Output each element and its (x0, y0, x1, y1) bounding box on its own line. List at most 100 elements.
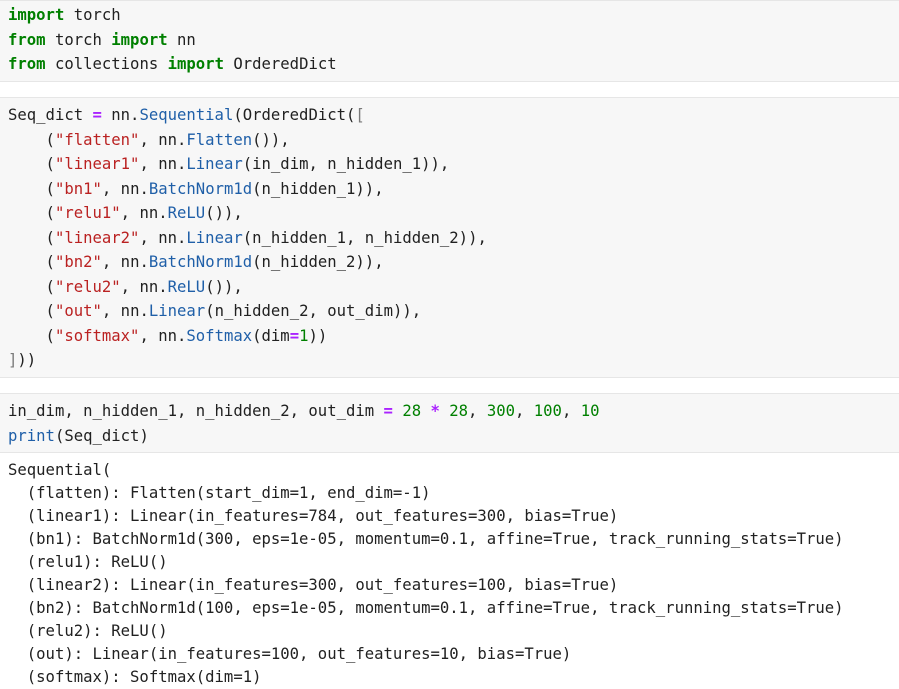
code-token: torch (64, 6, 121, 24)
code-line: ])) (8, 348, 36, 372)
code-line: ("softmax", nn.Softmax(dim=1)) (8, 324, 328, 348)
code-token: )) (308, 326, 328, 345)
code-token: [ (355, 106, 365, 124)
code-token: "flatten" (54, 130, 140, 149)
output-line: Sequential( (8, 461, 112, 479)
code-token: "out" (54, 302, 102, 320)
output-line: (linear2): Linear(in_features=300, out_f… (8, 576, 619, 594)
code-token: ( (8, 326, 55, 345)
code-line: ("bn1", nn.BatchNorm1d(n_hidden_1)), (8, 177, 384, 201)
code-line: from torch import nn (8, 28, 196, 52)
code-token: = (92, 106, 102, 124)
output-line: (softmax): Softmax(dim=1) (8, 668, 262, 686)
code-token: (n_hidden_1, n_hidden_2)), (242, 228, 487, 247)
code-token: (dim (252, 326, 290, 345)
code-token: Linear (186, 228, 243, 247)
code-line: import torch (8, 3, 121, 27)
code-token: "relu1" (54, 204, 121, 222)
code-token: print (8, 426, 55, 445)
code-token: from (8, 55, 46, 73)
code-token: , nn. (120, 277, 168, 296)
code-token: Seq_dict (8, 106, 93, 124)
code-token: "bn1" (54, 179, 102, 198)
cell-output: Sequential( (flatten): Flatten(start_dim… (0, 455, 899, 689)
code-token: (n_hidden_2)), (252, 253, 384, 271)
code-token: Sequential (139, 106, 234, 124)
code-token: , nn. (139, 155, 187, 173)
code-token: ( (8, 130, 55, 149)
code-token: collections (45, 55, 168, 73)
output-line: (relu1): ReLU() (8, 553, 168, 571)
code-line: ("bn2", nn.BatchNorm1d(n_hidden_2)), (8, 250, 384, 274)
code-token: Flatten (186, 130, 253, 149)
code-line: print(Seq_dict) (8, 424, 149, 448)
code-line: ("relu1", nn.ReLU()), (8, 201, 243, 225)
code-token: "bn2" (54, 253, 102, 271)
code-token: , nn. (120, 204, 168, 222)
code-token: (in_dim, n_hidden_1)), (242, 155, 450, 173)
code-cell-dims-and-print[interactable]: in_dim, n_hidden_1, n_hidden_2, out_dim … (0, 393, 899, 453)
code-token: nn. (101, 106, 140, 124)
code-token: "linear1" (54, 155, 140, 173)
code-token: Softmax (186, 326, 253, 345)
output-line: (bn2): BatchNorm1d(100, eps=1e-05, momen… (8, 599, 844, 617)
code-token: 300 (486, 402, 515, 420)
code-token: , nn. (101, 253, 149, 271)
code-token: (Seq_dict) (54, 426, 149, 445)
code-token: * (430, 402, 440, 420)
code-token: , (515, 402, 534, 420)
code-token: import (8, 6, 65, 24)
code-token: OrderedDict (223, 55, 337, 73)
code-token: BatchNorm1d (148, 253, 253, 271)
code-token: ] (8, 351, 18, 369)
code-token: , nn. (139, 130, 187, 149)
code-token: ( (8, 253, 55, 271)
code-token: in_dim, n_hidden_1, n_hidden_2, out_dim (8, 402, 384, 420)
code-line: Seq_dict = nn.Sequential(OrderedDict([ (8, 103, 365, 127)
code-token: (n_hidden_2, out_dim)), (205, 302, 422, 320)
code-token: ( (8, 179, 55, 198)
code-token: BatchNorm1d (148, 179, 253, 198)
code-token: ( (8, 228, 55, 247)
code-line: ("flatten", nn.Flatten()), (8, 128, 290, 152)
code-line: ("out", nn.Linear(n_hidden_2, out_dim)), (8, 299, 422, 323)
output-line: (flatten): Flatten(start_dim=1, end_dim=… (8, 484, 431, 502)
code-token: ReLU (167, 277, 206, 296)
code-token: = (383, 402, 393, 420)
code-token: ( (8, 155, 55, 173)
code-token: "linear2" (54, 228, 140, 247)
code-token: (OrderedDict( (233, 106, 356, 124)
code-token (393, 402, 402, 420)
code-token: "softmax" (54, 326, 140, 345)
code-token: Linear (186, 155, 243, 173)
code-token: torch (45, 30, 112, 49)
code-token: ( (8, 302, 55, 320)
code-cell-sequential-definition[interactable]: Seq_dict = nn.Sequential(OrderedDict([ (… (0, 97, 899, 378)
code-token: ()), (252, 130, 290, 149)
code-line: ("linear2", nn.Linear(n_hidden_1, n_hidd… (8, 226, 487, 250)
code-token: , nn. (101, 302, 149, 320)
code-token: import (167, 55, 224, 73)
code-line: ("relu2", nn.ReLU()), (8, 275, 243, 299)
code-token: , (468, 402, 487, 420)
output-line: (linear1): Linear(in_features=784, out_f… (8, 507, 619, 525)
code-token: 1 (299, 326, 309, 345)
code-token: = (289, 326, 300, 345)
code-token (440, 402, 449, 420)
code-token: ( (8, 277, 55, 296)
code-token: ()), (205, 277, 243, 296)
code-line: from collections import OrderedDict (8, 52, 337, 76)
code-token: , nn. (139, 228, 187, 247)
code-token: ( (8, 204, 55, 222)
code-token: ()), (205, 204, 243, 222)
output-line: (relu2): ReLU() (8, 622, 168, 640)
code-token: 100 (533, 402, 562, 420)
code-token: 28 (402, 402, 422, 420)
code-token: import (111, 30, 168, 49)
code-token: "relu2" (54, 277, 121, 296)
code-token: )) (17, 351, 37, 369)
output-line: (bn1): BatchNorm1d(300, eps=1e-05, momen… (8, 530, 844, 548)
code-line: in_dim, n_hidden_1, n_hidden_2, out_dim … (8, 399, 600, 423)
code-token: , nn. (101, 179, 149, 198)
